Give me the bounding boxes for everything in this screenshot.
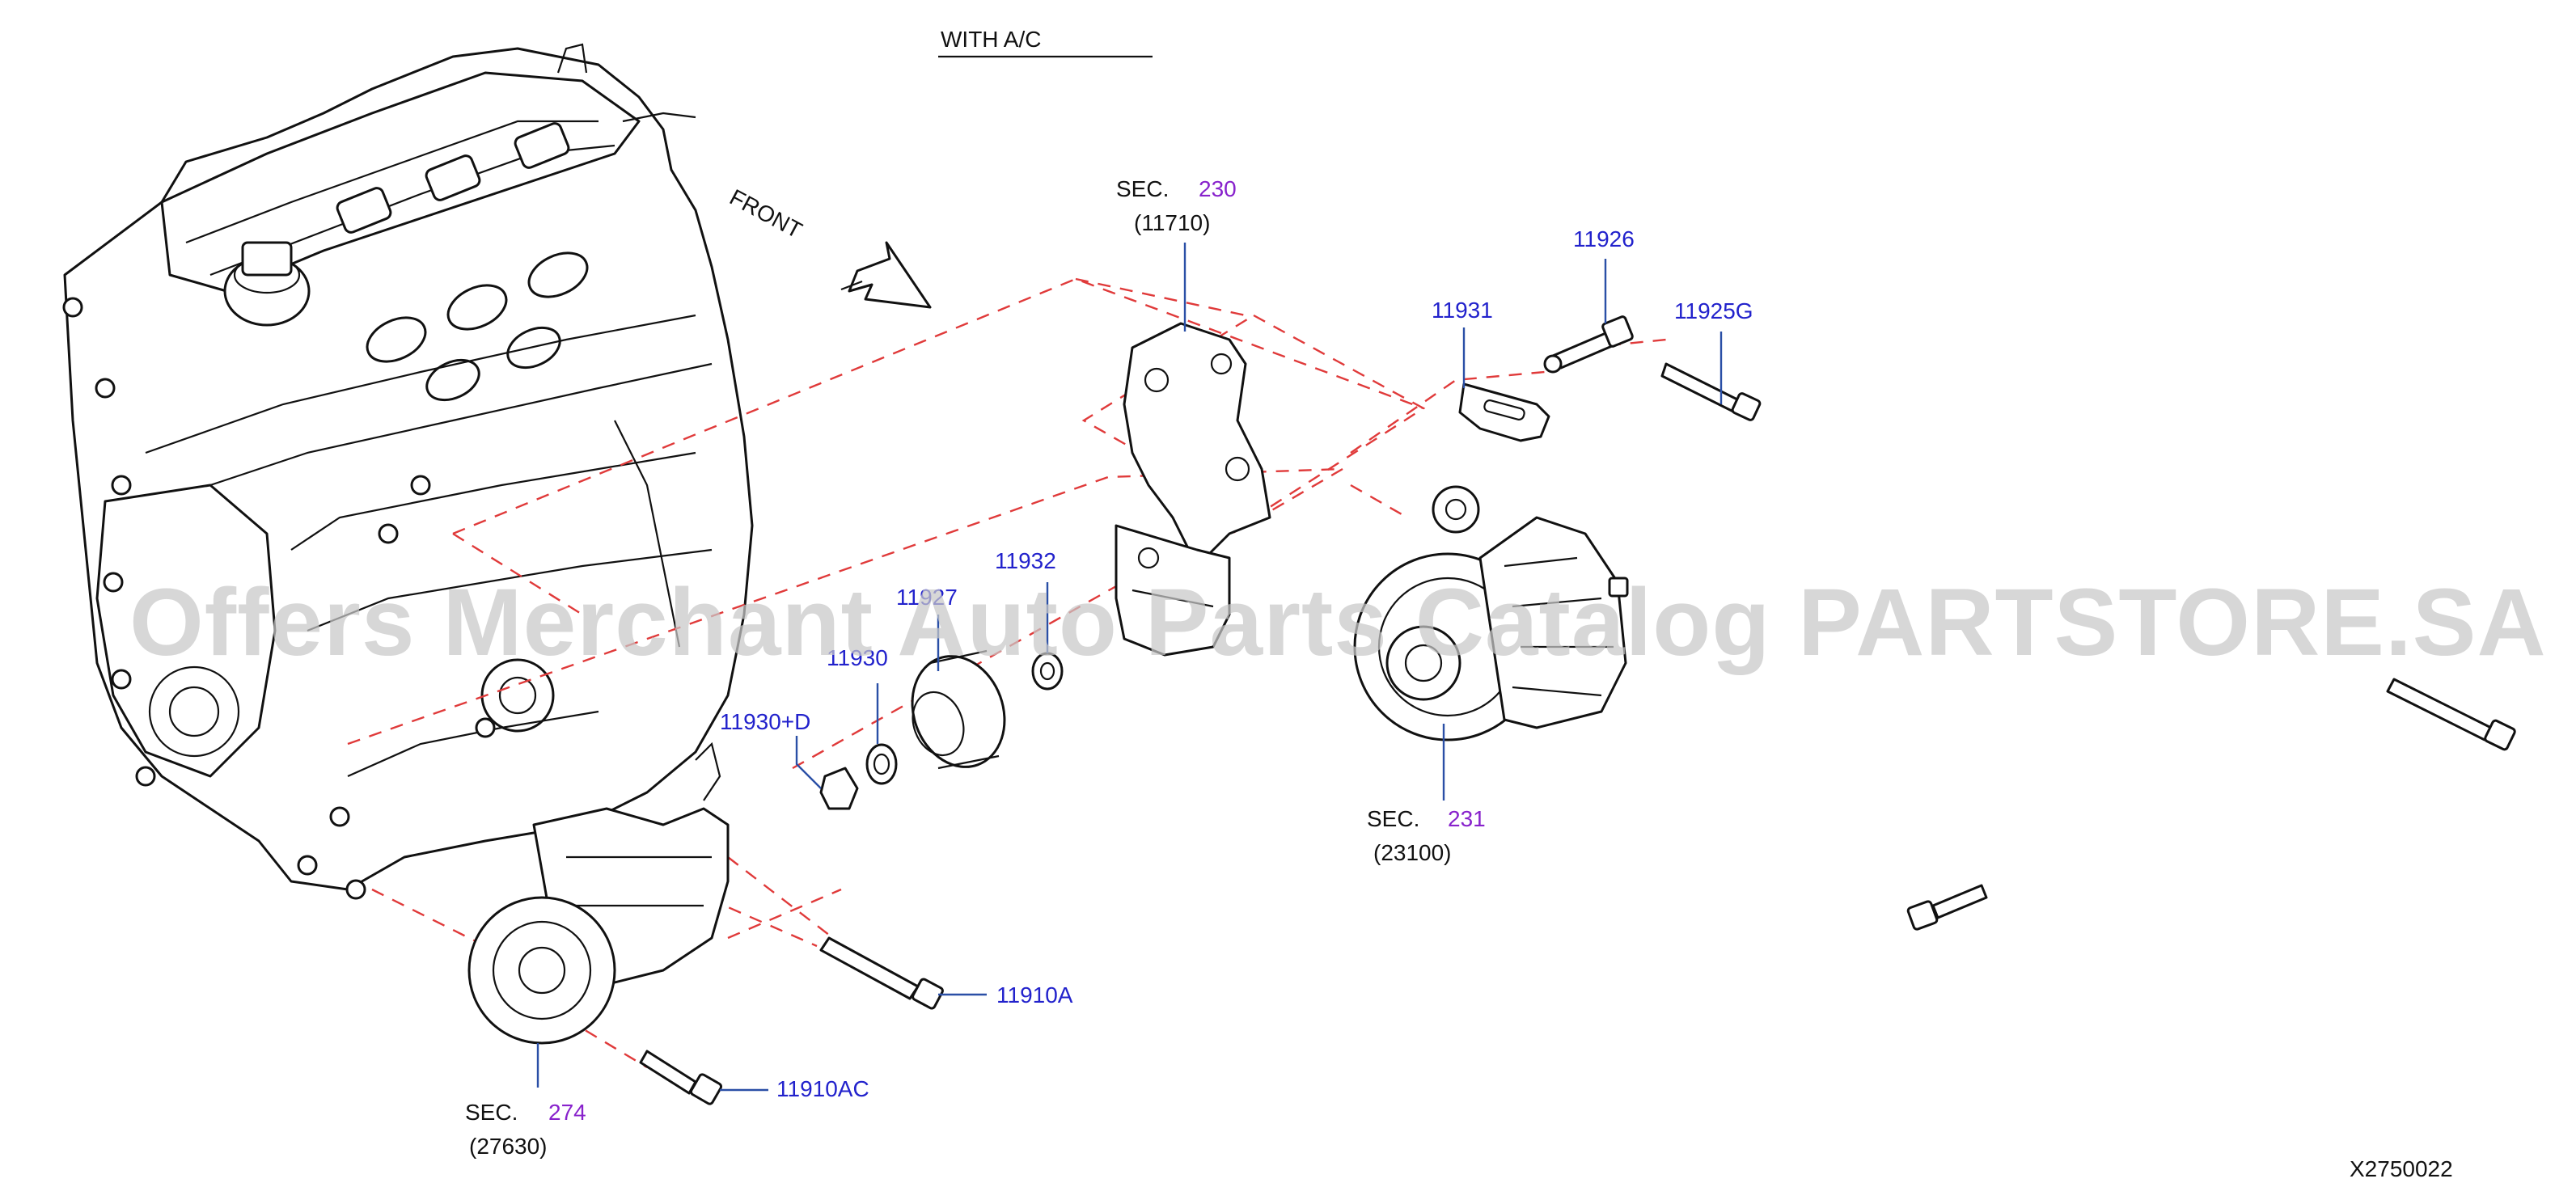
callout-11930[interactable]: 11930: [827, 645, 888, 670]
callout-11927[interactable]: 11927: [896, 585, 958, 610]
sec-230-prefix: SEC.: [1116, 176, 1169, 201]
variant-label: WITH A/C: [941, 27, 1041, 52]
spare-long-bolt: [2386, 678, 2516, 751]
callout-11932[interactable]: 11932: [995, 548, 1056, 573]
callout-11931[interactable]: 11931: [1432, 298, 1493, 323]
callout-11930-d[interactable]: 11930+D: [720, 709, 810, 734]
watermark: Offers Merchant Auto Parts Catalog PARTS…: [129, 569, 2547, 676]
alternator-bracket: [1115, 322, 1271, 657]
adjusting-bar: [1458, 382, 1550, 442]
ac-compressor: [467, 741, 730, 1045]
callout-11910ac[interactable]: 11910AC: [776, 1076, 869, 1101]
alternator: [1353, 485, 1629, 741]
callout-11910a[interactable]: 11910A: [996, 982, 1073, 1008]
idler-pulley: [819, 649, 1064, 810]
adjusting-stud: [1543, 315, 1634, 374]
compressor-bolt-a: [819, 936, 944, 1010]
sec-274-prefix: SEC.: [465, 1100, 518, 1125]
callout-11925g[interactable]: 11925G: [1674, 298, 1753, 323]
sec-230-part: (11710): [1134, 210, 1210, 235]
sec-274-number[interactable]: 274: [548, 1100, 586, 1125]
spare-short-bolt: [1906, 884, 1988, 931]
sec-274-part: (27630): [469, 1134, 548, 1159]
sec-231-prefix: SEC.: [1367, 806, 1419, 831]
front-arrow-icon: [840, 241, 932, 309]
sec-231-part: (23100): [1373, 840, 1452, 865]
sec-231-number[interactable]: 231: [1448, 806, 1486, 831]
adjusting-bolt: [1660, 362, 1762, 421]
callout-11926[interactable]: 11926: [1573, 226, 1635, 251]
diagram-code: X2750022: [2350, 1156, 2453, 1181]
leader-lines: [536, 243, 1723, 1092]
sec-230-number[interactable]: 230: [1199, 176, 1237, 201]
compressor-bolt-ac: [639, 1050, 723, 1105]
front-label: FRONT: [725, 184, 806, 243]
engine-block: [62, 43, 754, 900]
